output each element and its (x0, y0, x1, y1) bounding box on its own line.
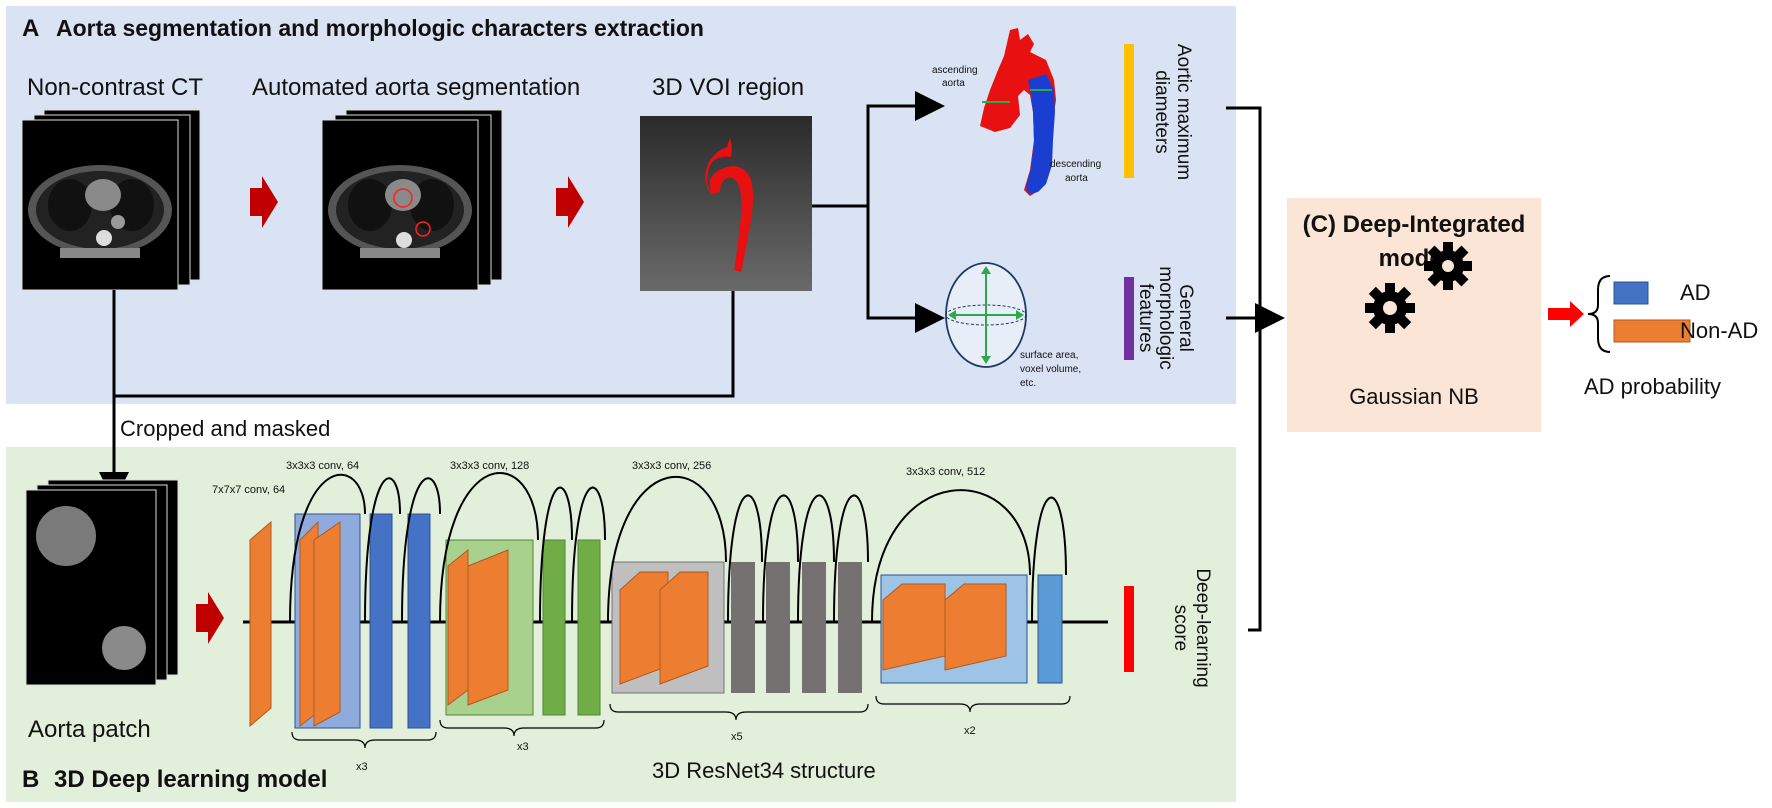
skip-connections (289, 472, 1067, 623)
gear-icon (1424, 242, 1472, 290)
prob-label: AD probability (1584, 374, 1721, 399)
skip-arc (1031, 496, 1067, 623)
repeat-label-4: x2 (964, 725, 976, 737)
stage1-block-b (313, 521, 341, 727)
ad-swatch (1613, 281, 1649, 305)
skip-arc (289, 473, 366, 623)
skip-arc (871, 489, 1031, 623)
conv7-label: 7x7x7 conv, 64 (212, 484, 285, 496)
morphology-ellipsoid (945, 262, 1027, 368)
panel-b-title: 3D Deep learning model (54, 766, 327, 793)
skip-arc (364, 477, 401, 623)
nonad-swatch (1613, 319, 1691, 343)
diameters-label-1: Aortic maximum (1173, 44, 1194, 180)
aorta-3d-model (980, 28, 1056, 196)
score-label-1: Deep-learning (1192, 568, 1213, 687)
stage2-block-b (467, 549, 509, 706)
skip-arc (762, 494, 799, 623)
morph-label-2: morphologic (1155, 266, 1176, 370)
conv128-label: 3x3x3 conv, 128 (450, 460, 529, 472)
repeat-label-1: x3 (356, 761, 368, 773)
skip-arc (607, 476, 727, 623)
stage2-block-a (447, 548, 469, 706)
red-arrow-1 (250, 176, 278, 228)
structure-label: 3D ResNet34 structure (652, 758, 876, 783)
ad-label: AD (1680, 280, 1711, 305)
skip-arc (401, 477, 441, 623)
cropped-label: Cropped and masked (120, 416, 330, 441)
stage2-block-c (542, 539, 566, 716)
stage3-block-e (802, 562, 826, 693)
patch-label: Aorta patch (28, 716, 151, 743)
output-red-arrow (1548, 301, 1584, 327)
skip-arc (727, 494, 763, 623)
morph-bar (1124, 277, 1134, 360)
conv512-label: 3x3x3 conv, 512 (906, 466, 985, 478)
panel-a-letter: A (22, 15, 39, 42)
branch-to-morph (866, 206, 945, 333)
red-arrow-2 (556, 176, 584, 228)
descending-label-2: aorta (1065, 173, 1088, 184)
repeat-brackets (291, 695, 1071, 749)
descending-label-1: descending (1050, 159, 1101, 170)
connector-diameters (1226, 106, 1262, 632)
ascending-label-1: ascending (932, 65, 978, 76)
noncontrast-ct-stack (21, 109, 201, 291)
stage3-block-d (766, 562, 790, 693)
stage4-block-c (1037, 574, 1063, 684)
model-name: Gaussian NB (1349, 384, 1479, 409)
aorta-patch-stack (25, 479, 179, 686)
skip-arc (833, 494, 869, 623)
diameters-bar (1124, 44, 1134, 178)
gear-icon (1365, 283, 1415, 333)
segmentation-label: Automated aorta segmentation (252, 74, 580, 101)
repeat-label-2: x3 (517, 741, 529, 753)
branch-to-diameters (866, 91, 945, 206)
skip-arc (797, 494, 835, 623)
ascending-label-2: aorta (942, 78, 965, 89)
panel-b-letter: B (22, 766, 39, 793)
output-brace (1587, 275, 1611, 353)
surface-label-2: voxel volume, (1020, 364, 1081, 375)
stage3-block-c (731, 562, 755, 693)
morph-label-3: features (1135, 284, 1156, 353)
panel-c-background (1287, 198, 1541, 432)
conv7-block (249, 520, 272, 728)
skip-arc (571, 486, 606, 623)
voi-label: 3D VOI region (652, 74, 804, 101)
conv64-label: 3x3x3 conv, 64 (286, 460, 359, 472)
morph-label-1: General (1175, 284, 1196, 352)
panel-c-title-1: (C) Deep-Integrated (1303, 211, 1526, 238)
nonad-label: Non-AD (1680, 318, 1758, 343)
voi-volume (640, 116, 812, 291)
conv256-label: 3x3x3 conv, 256 (632, 460, 711, 472)
stage3-block-b (659, 571, 709, 685)
surface-label-3: etc. (1020, 378, 1036, 389)
skip-arc (539, 486, 573, 623)
panel-a-title: Aorta segmentation and morphologic chara… (56, 15, 704, 41)
stage4-block-b (944, 583, 1007, 671)
stage1-block-d (407, 513, 431, 729)
voi-down-line (114, 291, 735, 398)
surface-label-1: surface area, (1020, 350, 1078, 361)
score-label-2: score (1170, 605, 1191, 651)
stage1-block-c (369, 513, 393, 729)
noncontrast-label: Non-contrast CT (27, 74, 203, 101)
repeat-label-3: x5 (731, 731, 743, 743)
stage2-block-d (577, 539, 601, 716)
stage3-block-f (838, 562, 862, 693)
stage4-block-a (882, 583, 946, 671)
diameters-label-2: diameters (1151, 70, 1172, 153)
deep-learning-bar (1124, 586, 1134, 672)
segmentation-ct-stack (321, 109, 503, 291)
skip-arc (439, 472, 539, 623)
red-arrow-3 (196, 592, 224, 644)
